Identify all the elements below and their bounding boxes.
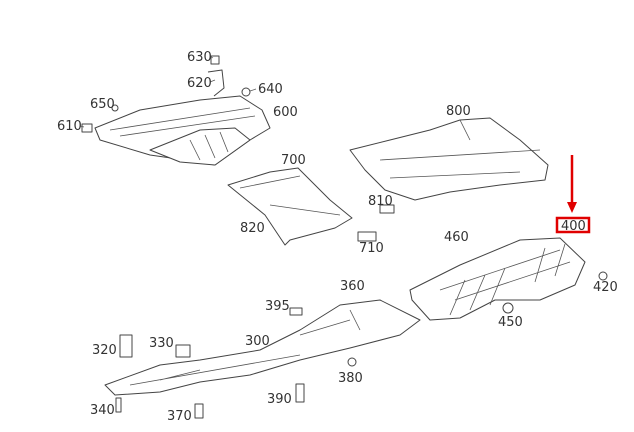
label-395[interactable]: 395	[265, 299, 290, 314]
part-380-shape	[347, 357, 357, 367]
part-340-shape	[115, 397, 122, 413]
label-640[interactable]: 640	[258, 82, 283, 97]
part-300-shape	[104, 299, 421, 396]
label-420[interactable]: 420	[593, 280, 618, 295]
label-390[interactable]: 390	[267, 392, 292, 407]
fasteners-top	[81, 55, 251, 133]
label-810[interactable]: 810	[368, 194, 393, 209]
part-420-shape	[598, 271, 608, 281]
label-800[interactable]: 800	[446, 104, 471, 119]
part-710-shape	[357, 231, 377, 242]
label-620[interactable]: 620	[187, 76, 212, 91]
label-820[interactable]: 820	[240, 221, 265, 236]
part-800-shape	[349, 117, 549, 201]
label-600[interactable]: 600	[273, 105, 298, 120]
label-630[interactable]: 630	[187, 50, 212, 65]
part-320-shape	[119, 334, 133, 358]
leader-lines	[79, 55, 257, 128]
red-arrow-icon	[567, 155, 577, 213]
part-460-shape	[409, 237, 586, 321]
label-360[interactable]: 360	[340, 279, 365, 294]
part-600-shape	[94, 95, 271, 166]
label-340[interactable]: 340	[90, 403, 115, 418]
label-700[interactable]: 700	[281, 153, 306, 168]
label-320[interactable]: 320	[92, 343, 117, 358]
label-460[interactable]: 460	[444, 230, 469, 245]
part-700-shape	[227, 167, 353, 246]
label-300[interactable]: 300	[245, 334, 270, 349]
part-390-shape	[295, 383, 305, 403]
label-330[interactable]: 330	[149, 336, 174, 351]
part-810-shape	[379, 204, 395, 214]
part-370-shape	[194, 403, 204, 419]
highlight-box	[555, 216, 591, 234]
part-395-shape	[289, 307, 303, 316]
label-450[interactable]: 450	[498, 315, 523, 330]
label-400[interactable]: 400	[561, 219, 586, 234]
label-710[interactable]: 710	[359, 241, 384, 256]
part-450-shape	[502, 302, 514, 314]
highlight-400[interactable]: 400	[555, 216, 591, 234]
label-610[interactable]: 610	[57, 119, 82, 134]
label-650[interactable]: 650	[90, 97, 115, 112]
label-380[interactable]: 380	[338, 371, 363, 386]
part-330-shape	[175, 344, 191, 358]
label-370[interactable]: 370	[167, 409, 192, 424]
